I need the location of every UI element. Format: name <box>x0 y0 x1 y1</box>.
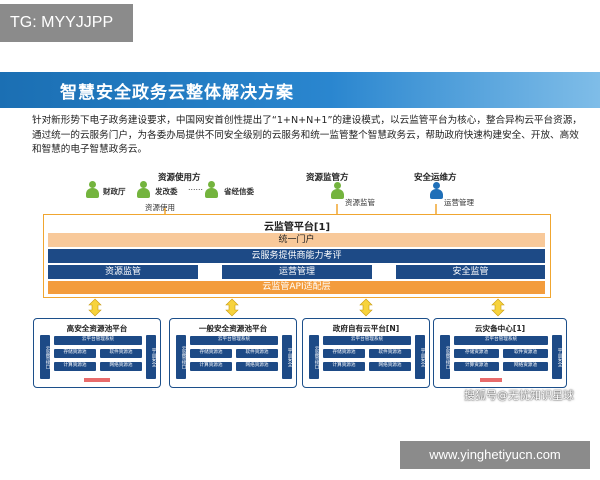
actor-finance: 财政厅 <box>103 187 126 196</box>
storage-pool: 存储资源池 <box>454 349 499 358</box>
cloud-supervision-platform: 云监管平台[1] 统一门户 云服务提供商能力考评 资源监管 运营管理 安全监管 … <box>43 214 551 298</box>
security-monitoring: 安全监管 <box>396 265 545 279</box>
ops-note: 运营管理 <box>444 198 474 207</box>
software-pool: 软件资源池 <box>236 349 278 358</box>
resource-use-note: 资源使用 <box>145 203 175 212</box>
compute-pool: 计算资源池 <box>190 362 232 371</box>
platform-security: 平台安全 <box>552 335 562 379</box>
cloud-mgmt-system: 云平台管理系统 <box>54 336 142 345</box>
watermark-url: www.yinghetiyucn.com <box>400 441 590 469</box>
pool-title: 云灾备中心[1] <box>474 324 526 333</box>
cloud-mgmt-system: 云平台管理系统 <box>323 336 411 345</box>
pool-government-cloud: 政府自有云平台[N] 云监管接口 云平台管理系统 存储资源池 软件资源池 计算资… <box>302 318 430 388</box>
cloud-mgmt-system: 云平台管理系统 <box>190 336 278 345</box>
pool-high-security: 高安全资源池平台 云监管接口 云平台管理系统 存储资源池 软件资源池 计算资源池… <box>33 318 161 388</box>
page-title: 智慧安全政务云整体解决方案 <box>60 83 294 103</box>
person-icon <box>430 182 443 200</box>
actor-economy: 省经信委 <box>224 187 254 196</box>
provider-evaluation: 云服务提供商能力考评 <box>48 249 545 263</box>
network-pool: 网络资源池 <box>369 362 411 371</box>
operation-management: 运营管理 <box>222 265 372 279</box>
network-pool: 网络资源池 <box>236 362 278 371</box>
watermark-overlay: 搜狐号@无忧知识星球 <box>464 389 574 402</box>
actor-ndrc: 发改委 <box>155 187 178 196</box>
network-pool: 网络资源池 <box>503 362 548 371</box>
supervision-interface: 云监管接口 <box>309 335 319 379</box>
platform-title: 云监管平台[1] <box>263 222 331 233</box>
pool-general-security: 一般安全资源池平台 云监管接口 云平台管理系统 存储资源池 软件资源池 计算资源… <box>169 318 297 388</box>
software-pool: 软件资源池 <box>503 349 548 358</box>
pool-title: 政府自有云平台[N] <box>332 324 400 333</box>
network-pool: 网络资源池 <box>100 362 142 371</box>
person-icon <box>86 181 99 199</box>
platform-security: 平台安全 <box>415 335 425 379</box>
person-icon <box>331 182 344 200</box>
resource-user-title: 资源使用方 <box>158 173 201 183</box>
compute-pool: 计算资源池 <box>54 362 96 371</box>
storage-pool: 存储资源池 <box>323 349 365 358</box>
pool-disaster-recovery: 云灾备中心[1] 云监管接口 云平台管理系统 存储资源池 软件资源池 计算资源池… <box>433 318 567 388</box>
pool-title: 一般安全资源池平台 <box>198 324 268 333</box>
watermark-tag: TG: MYYJJPP <box>0 4 133 42</box>
unified-portal: 统一门户 <box>48 233 545 247</box>
storage-pool: 存储资源池 <box>190 349 232 358</box>
resource-monitoring: 资源监管 <box>48 265 198 279</box>
regulator-title: 资源监管方 <box>306 173 349 183</box>
software-pool: 软件资源池 <box>369 349 411 358</box>
supervision-interface: 云监管接口 <box>176 335 186 379</box>
intro-paragraph: 针对新形势下电子政务建设要求，中国网安首创性提出了“1+N+N+1”的建设模式，… <box>32 115 582 156</box>
regulator-note: 资源监管 <box>345 198 375 207</box>
ops-title: 安全运维方 <box>414 173 457 183</box>
supervision-interface: 云监管接口 <box>440 335 450 379</box>
compute-pool: 计算资源池 <box>454 362 499 371</box>
cloud-mgmt-system: 云平台管理系统 <box>454 336 548 345</box>
person-icon <box>205 181 218 199</box>
platform-security: 平台安全 <box>282 335 292 379</box>
software-pool: 软件资源池 <box>100 349 142 358</box>
actor-ellipsis: …… <box>188 183 203 192</box>
title-banner: 智慧安全政务云整体解决方案 <box>0 72 600 108</box>
api-adapter-layer: 云监管API适配层 <box>48 281 545 294</box>
storage-pool: 存储资源池 <box>54 349 96 358</box>
supervision-interface: 云监管接口 <box>40 335 50 379</box>
platform-security: 平台安全 <box>146 335 156 379</box>
person-icon <box>137 181 150 199</box>
pool-title: 高安全资源池平台 <box>66 324 128 333</box>
compute-pool: 计算资源池 <box>323 362 365 371</box>
